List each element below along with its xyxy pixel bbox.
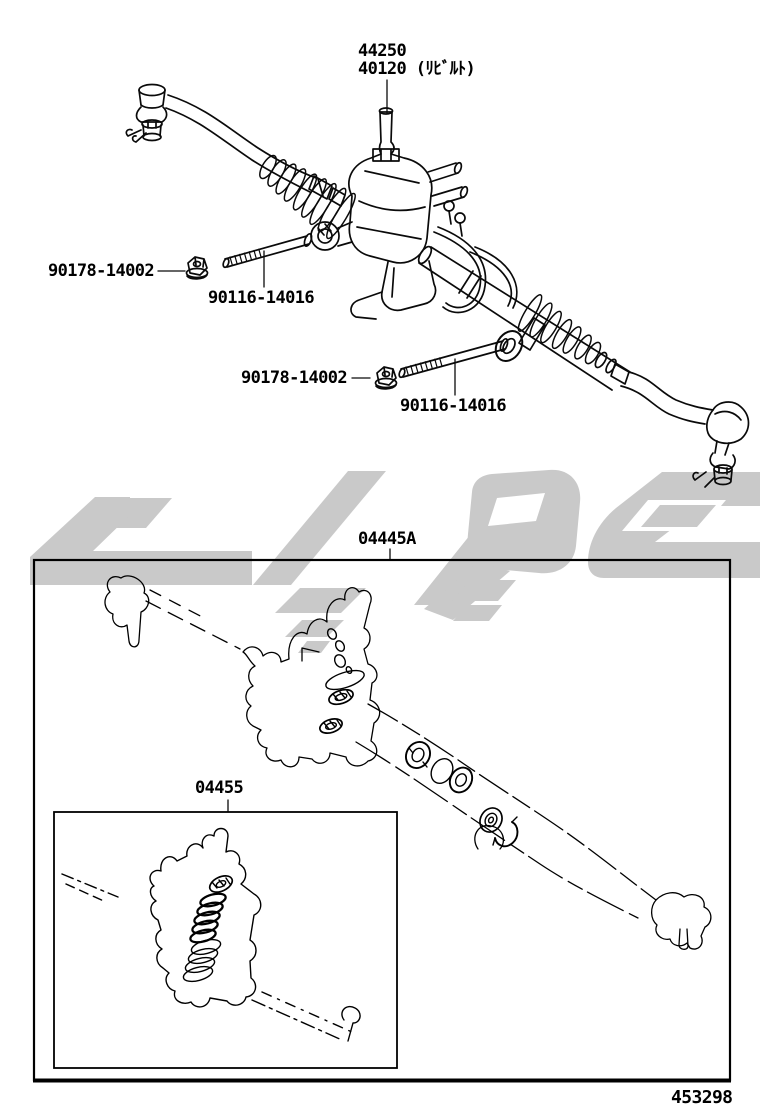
rack-guide-spring-drawing (182, 875, 234, 983)
left-tie-rod-end-drawing (125, 83, 168, 143)
left-rack-boot-drawing (259, 154, 356, 240)
right-rack-boot-drawing (517, 294, 602, 365)
right-tie-rod-end-drawing (594, 351, 750, 488)
watermark-logo-graphic (30, 469, 760, 653)
callout-part-90116-14016-upper: 90116-14016 (208, 288, 315, 308)
kit-box-04455 (53, 811, 398, 1069)
seal-kit-parts-drawing (319, 628, 519, 848)
figure-number: 453298 (671, 1087, 733, 1108)
callout-part-44250: 44250 (358, 41, 407, 61)
steering-rack-assembly-drawing (125, 79, 750, 812)
callout-part-40120-rebuilt: 40120 (ﾘﾋﾞﾙﾄ) (358, 59, 476, 79)
callout-part-90116-14016-lower: 90116-14016 (400, 396, 507, 416)
mount-bolt-upper-drawing (222, 232, 313, 269)
kit-label-04455: 04455 (195, 778, 244, 798)
callout-leader-lines (157, 79, 456, 812)
kit-box-04445a (32, 558, 732, 1083)
flange-nut-upper-drawing (185, 256, 209, 280)
valve-housing-drawing (310, 107, 518, 320)
mount-bolt-lower-drawing (398, 337, 509, 379)
flange-nut-lower-drawing (374, 366, 398, 390)
kit-label-04445a: 04445A (358, 529, 416, 549)
seal-kit-detail-drawing (61, 827, 361, 1042)
rack-tube-drawing (417, 245, 631, 391)
left-tie-rod-drawing (165, 94, 346, 207)
callout-part-90178-14002-upper: 90178-14002 (48, 261, 155, 281)
gasket-kit-ghost-outline-drawing (104, 575, 712, 950)
callout-part-90178-14002-lower: 90178-14002 (241, 368, 348, 388)
